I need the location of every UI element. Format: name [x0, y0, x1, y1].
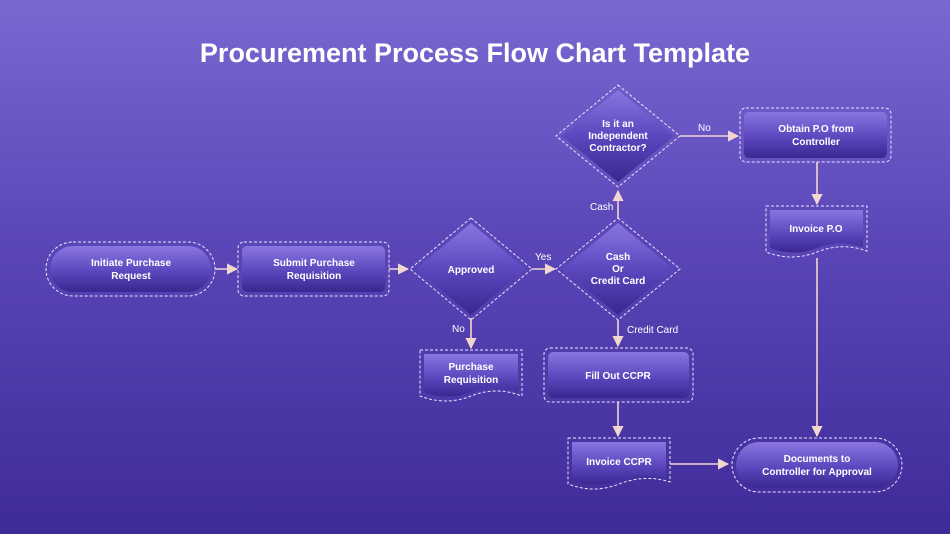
node-submit-purchase-requisition: Submit Purchase Requisition: [237, 241, 390, 297]
node-text-line: Independent: [588, 131, 648, 142]
svg-text:Independent: Independent: [588, 131, 648, 142]
svg-text:Controller for Approval: Controller for Approval: [762, 467, 872, 478]
svg-text:Requisition: Requisition: [444, 375, 498, 386]
node-text-line: Credit Card: [591, 276, 645, 287]
svg-text:Submit Purchase: Submit Purchase: [273, 258, 355, 269]
svg-text:Requisition: Requisition: [287, 271, 341, 282]
node-initiate-purchase-request: Initiate Purchase Request: [45, 241, 216, 297]
node-cash-or-credit-card-decision: Cash Or Credit Card: [555, 217, 681, 321]
node-text-line: Submit Purchase: [273, 258, 355, 269]
node-text-line: Request: [111, 271, 151, 282]
node-text-line: Controller for Approval: [762, 467, 872, 478]
node-invoice-po: Invoice P.O: [765, 205, 868, 258]
node-text-line: Cash: [606, 252, 630, 263]
node-text-line: Invoice P.O: [789, 224, 842, 235]
node-purchase-requisition: Purchase Requisition: [419, 349, 523, 402]
edge-label-cash: Cash: [590, 202, 613, 213]
node-text-line: Requisition: [287, 271, 341, 282]
edge-label-yes: Yes: [535, 252, 551, 263]
svg-text:Contractor?: Contractor?: [589, 143, 646, 154]
node-text-line: Purchase: [448, 362, 493, 373]
node-text-line: Requisition: [444, 375, 498, 386]
svg-text:Initiate Purchase: Initiate Purchase: [91, 258, 171, 269]
edge-label-no-approved: No: [452, 324, 465, 335]
svg-text:Cash: Cash: [606, 252, 630, 263]
svg-text:Controller: Controller: [792, 137, 840, 148]
node-text-line: Is it an: [602, 119, 634, 130]
svg-text:Is it an: Is it an: [602, 119, 634, 130]
node-text-line: Obtain P.O from: [778, 124, 853, 135]
node-obtain-po: Obtain P.O from Controller: [739, 107, 892, 163]
node-text-line: Or: [612, 264, 624, 275]
node-fill-out-ccpr: Fill Out CCPR: [543, 347, 694, 403]
page-title: Procurement Process Flow Chart Template: [199, 38, 751, 68]
edge-label-no-contractor: No: [698, 123, 711, 134]
node-text-line: Documents to: [784, 454, 851, 465]
edges: [215, 130, 823, 470]
svg-text:Or: Or: [612, 264, 624, 275]
node-approved-decision: Approved: [409, 217, 533, 321]
node-text-line: Controller: [792, 137, 840, 148]
node-text-line: Contractor?: [589, 143, 646, 154]
svg-text:Obtain P.O from: Obtain P.O from: [778, 124, 853, 135]
node-documents-to-controller: Documents to Controller for Approval: [731, 437, 903, 493]
svg-text:Credit Card: Credit Card: [591, 276, 645, 287]
svg-text:Purchase: Purchase: [448, 362, 493, 373]
node-text-line: Fill Out CCPR: [585, 371, 651, 382]
edge-label-credit-card: Credit Card: [627, 325, 678, 336]
node-invoice-ccpr: Invoice CCPR: [567, 437, 671, 490]
node-text-line: Initiate Purchase: [91, 258, 171, 269]
svg-text:Documents to: Documents to: [784, 454, 851, 465]
svg-text:Request: Request: [111, 271, 151, 282]
node-independent-contractor-decision: Is it an Independent Contractor?: [555, 84, 681, 188]
node-text-line: Approved: [448, 265, 495, 276]
node-text-line: Invoice CCPR: [586, 457, 652, 468]
